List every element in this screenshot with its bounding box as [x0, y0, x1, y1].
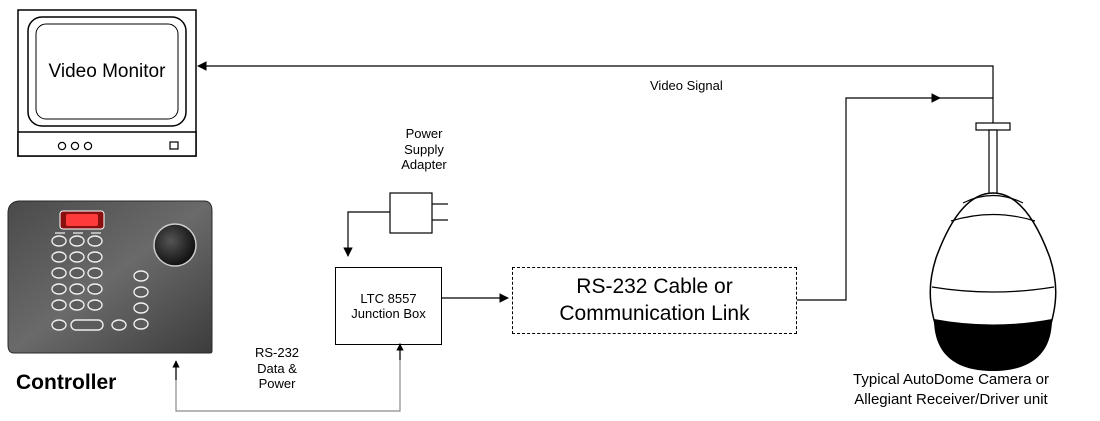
controller-key	[69, 299, 85, 311]
junction-box: LTC 8557 Junction Box	[335, 267, 442, 345]
controller-key	[133, 286, 149, 298]
power-line	[343, 211, 390, 257]
controller-key	[87, 235, 103, 247]
camera-label: Typical AutoDome Camera or Allegiant Rec…	[853, 371, 1049, 409]
video-monitor-label: Video Monitor	[48, 60, 166, 82]
controller-key	[69, 251, 85, 263]
power-adapter-icon	[389, 192, 448, 234]
controller-key	[133, 302, 149, 314]
rs232-data-line	[175, 343, 401, 412]
controller-key	[111, 319, 127, 331]
controller-key	[51, 235, 67, 247]
controller-label: Controller	[16, 371, 117, 394]
controller-key	[51, 251, 67, 263]
controller-icon	[7, 200, 213, 354]
video-monitor-icon	[17, 9, 197, 157]
controller-key	[51, 283, 67, 295]
controller-key	[87, 299, 103, 311]
cable-to-camera-line	[797, 93, 941, 301]
controller-key	[51, 299, 67, 311]
controller-key	[69, 267, 85, 279]
rs232-cable-box: RS-232 Cable or Communication Link	[512, 267, 797, 334]
camera-dome-icon	[929, 113, 1057, 371]
controller-key	[87, 251, 103, 263]
video-signal-line	[197, 61, 994, 113]
controller-key	[69, 283, 85, 295]
controller-key	[51, 319, 67, 331]
controller-key	[87, 267, 103, 279]
power-supply-label: Power Supply Adapter	[401, 126, 447, 173]
controller-key	[87, 283, 103, 295]
controller-bar-key	[70, 319, 104, 331]
rs232-data-label: RS-232 Data & Power	[254, 345, 300, 392]
controller-key	[133, 270, 149, 282]
controller-key	[69, 235, 85, 247]
video-signal-label: Video Signal	[650, 78, 723, 93]
controller-key	[51, 267, 67, 279]
controller-key	[133, 318, 149, 330]
